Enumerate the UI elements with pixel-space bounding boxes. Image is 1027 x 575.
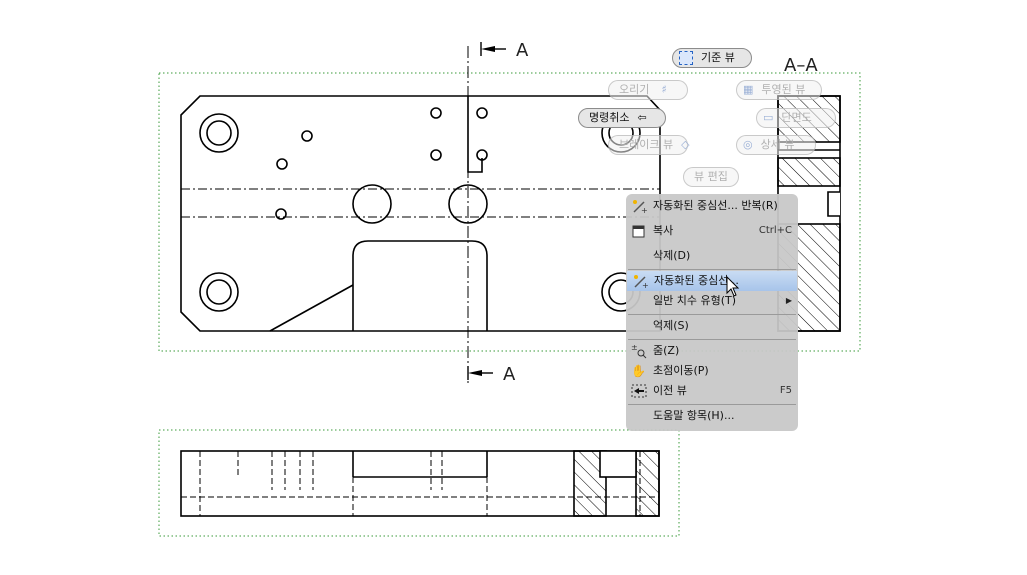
menu-item-help-topics[interactable]: 도움말 항목(H)... <box>653 409 735 422</box>
step-outline <box>467 96 483 173</box>
top-view-outline <box>180 95 661 332</box>
break-view-icon: ◇ <box>681 138 690 151</box>
menu-separator <box>628 339 796 340</box>
front-view[interactable] <box>180 450 660 517</box>
menu-item-previous-view[interactable]: 이전 뷰 F5 <box>626 381 798 401</box>
menu-separator <box>628 314 796 315</box>
magic-wand-icon: + <box>632 273 649 290</box>
hole <box>476 149 488 161</box>
copy-icon <box>631 223 647 239</box>
hole <box>275 208 287 220</box>
detail-view-icon: ◎ <box>743 138 753 151</box>
hatch-block <box>635 450 660 517</box>
hatch-block <box>777 157 841 187</box>
counterbore-bl-inner <box>206 279 232 305</box>
svg-text:+: + <box>641 206 647 214</box>
svg-text:+: + <box>642 281 648 289</box>
section-arrow-bottom <box>468 370 482 376</box>
section-icon: ▭ <box>763 111 774 124</box>
counterbore-bl-outer <box>199 272 239 312</box>
menu-item-pan[interactable]: ✋ 초점이동(P) <box>631 364 709 378</box>
projected-view-button[interactable]: ▦ 투영된 뷰 <box>736 80 822 100</box>
edit-view-button[interactable]: 뷰 편집 <box>683 167 739 187</box>
zoom-icon: ± <box>631 343 647 359</box>
menu-item-delete[interactable]: 삭제(D) <box>653 249 691 262</box>
context-menu: + 자동화된 중심선... 반복(R) 복사 Ctrl+C 삭제(D) + 자동… <box>626 194 798 431</box>
base-view-button[interactable]: 기준 뷰 <box>672 48 752 68</box>
menu-item-automated-centerline[interactable]: + 자동화된 중심선... <box>627 271 797 291</box>
top-view[interactable] <box>180 95 661 332</box>
menu-item-general-dimension-type[interactable]: 일반 치수 유형(T) ▶ <box>626 291 798 311</box>
svg-text:±: ± <box>631 343 638 352</box>
counterbore-tl-outer <box>199 113 239 153</box>
undo-arrow-icon: ⇦ <box>637 111 647 124</box>
menu-item-zoom[interactable]: ± 줌(Z) <box>631 343 680 359</box>
hole <box>476 107 488 119</box>
cut-icon: ♯ <box>661 83 667 96</box>
section-label-bottom: A <box>503 364 516 385</box>
hole <box>301 130 313 142</box>
bore-left <box>352 184 392 224</box>
break-view-button[interactable]: 브레이크 뷰 ◇ <box>608 135 690 155</box>
detail-view-button[interactable]: ◎ 상세 뷰 <box>736 135 816 155</box>
section-label-top: A <box>516 40 529 61</box>
counterbore-tl-inner <box>206 120 232 146</box>
pan-hand-icon: ✋ <box>631 364 646 378</box>
section-view-title: A–A <box>784 55 818 76</box>
menu-separator <box>628 269 796 270</box>
hole <box>430 107 442 119</box>
mouse-cursor-icon <box>726 276 740 297</box>
previous-view-icon <box>631 383 647 399</box>
undo-button[interactable]: 명령취소 ⇦ <box>578 108 666 128</box>
hole <box>430 149 442 161</box>
menu-item-repeat-centerline[interactable]: + 자동화된 중심선... 반복(R) <box>626 196 798 216</box>
pocket-outline <box>352 240 488 331</box>
magic-wand-icon: + <box>631 198 648 215</box>
section-button[interactable]: ▭ 단면도 <box>756 108 836 128</box>
cut-button[interactable]: 오리기 ♯ <box>608 80 688 100</box>
base-view-icon <box>679 51 693 65</box>
projected-view-icon: ▦ <box>743 83 754 96</box>
chamfer-line <box>269 284 354 332</box>
submenu-arrow-icon: ▶ <box>785 296 792 305</box>
top-view-boundary[interactable] <box>158 72 861 352</box>
front-view-boundary[interactable] <box>158 429 680 537</box>
menu-item-suppress[interactable]: 억제(S) <box>653 319 689 332</box>
menu-separator <box>628 404 796 405</box>
hole <box>276 158 288 170</box>
menu-item-copy[interactable]: 복사 Ctrl+C <box>626 221 798 241</box>
section-arrow-top <box>481 46 495 52</box>
